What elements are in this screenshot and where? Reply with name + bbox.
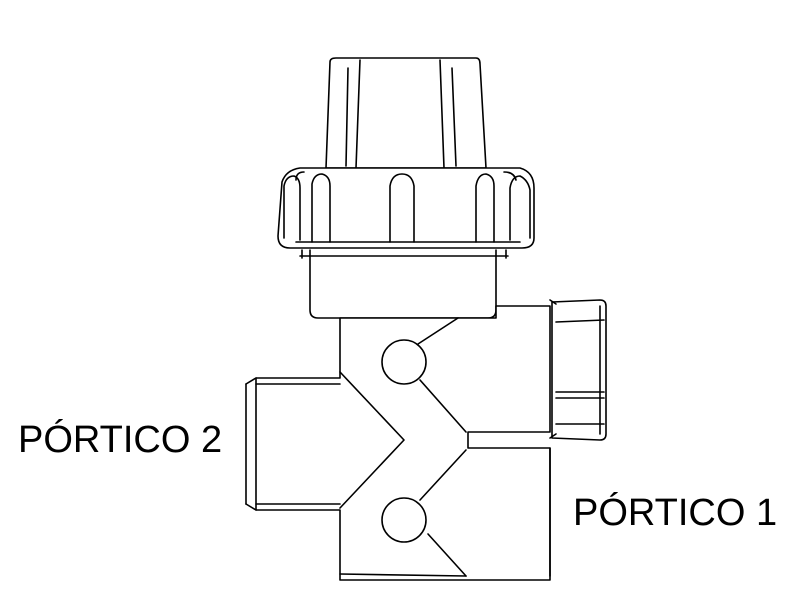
top-knob (325, 57, 487, 169)
port-2-label: PÓRTICO 2 (18, 419, 223, 461)
side-hex-nut (549, 299, 607, 441)
port-1-label: PÓRTICO 1 (573, 492, 778, 534)
valve-neck (299, 249, 509, 319)
valve-body (245, 305, 551, 581)
knurled-ring (277, 167, 535, 249)
